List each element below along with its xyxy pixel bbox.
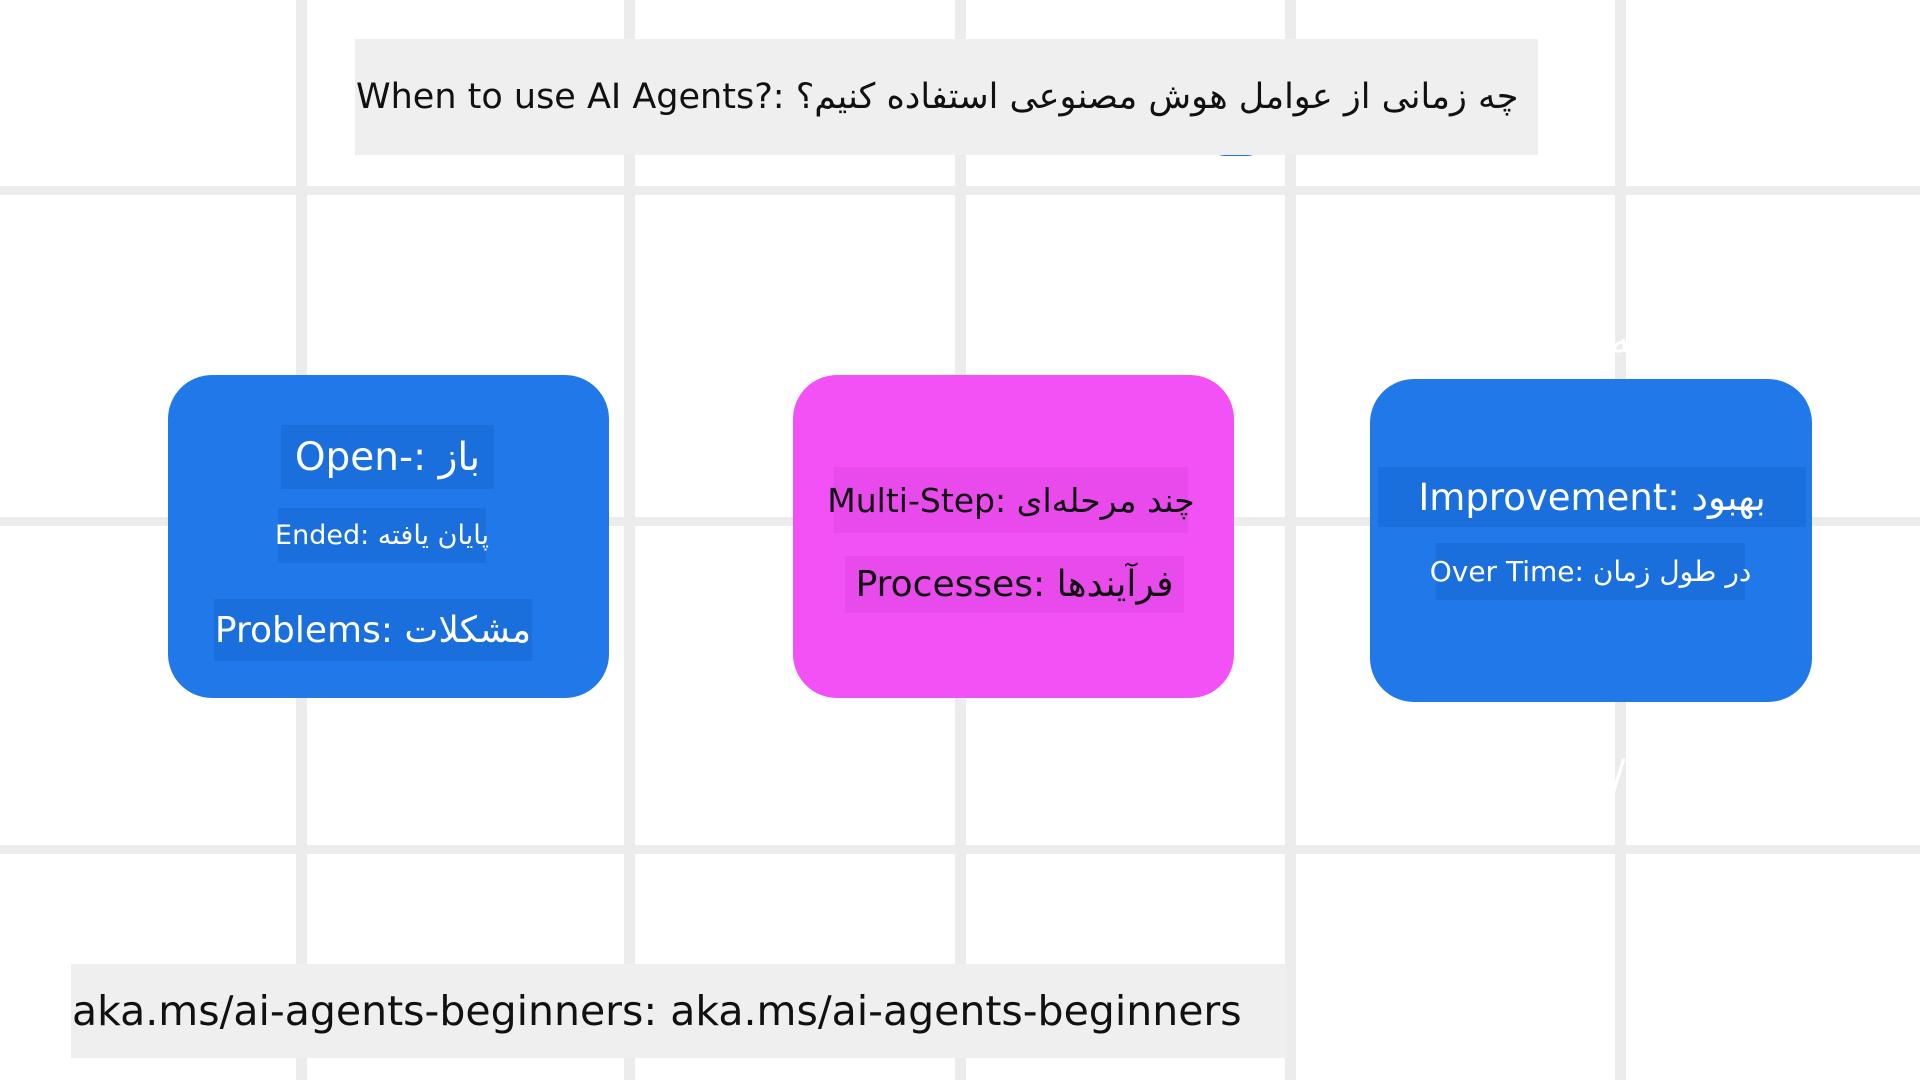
- card-multi-step-line-1: Multi-Step: چند مرحله‌ای: [827, 467, 1195, 533]
- grid-line-vertical-4: [1285, 0, 1296, 1080]
- diagram-title: When to use AI Agents?: چه زمانی از عوام…: [355, 39, 1538, 155]
- footer-link-text: aka.ms/ai-agents-beginners: aka.ms/ai-ag…: [72, 987, 1242, 1035]
- card-multi-step-processes: Multi-Step: چند مرحله‌ای Processes: فرآی…: [793, 375, 1234, 698]
- faint-text-mark-1: ﻪ: [1610, 318, 1632, 364]
- card-open-ended-line-3: Problems: مشکلات: [214, 599, 532, 661]
- grid-line-horizontal-3: [0, 845, 1920, 854]
- diagram-title-text: When to use AI Agents?: چه زمانی از عوام…: [356, 77, 1519, 117]
- card-open-ended-line-2: Ended: پایان یافته: [275, 508, 489, 563]
- card-multi-step-line-2: Processes: فرآیندها: [845, 556, 1184, 613]
- grid-line-vertical-2: [624, 0, 635, 1080]
- grid-line-horizontal-1: [0, 186, 1920, 195]
- card-improvement-line-2: Over Time: در طول زمان: [1430, 543, 1751, 600]
- footer-link-label: aka.ms/ai-agents-beginners: aka.ms/ai-ag…: [71, 964, 1287, 1058]
- card-open-ended-problems: Open-: باز Ended: پایان یافته Problems: …: [168, 375, 609, 698]
- faint-text-mark-3: s: [932, 785, 953, 831]
- card-open-ended-line-1: Open-: باز: [281, 425, 494, 489]
- card-improvement-line-1: Improvement: بهبود: [1378, 467, 1806, 527]
- card-improvement-over-time: Improvement: بهبود Over Time: در طول زما…: [1370, 379, 1812, 702]
- faint-text-mark-2: /: [1612, 752, 1626, 798]
